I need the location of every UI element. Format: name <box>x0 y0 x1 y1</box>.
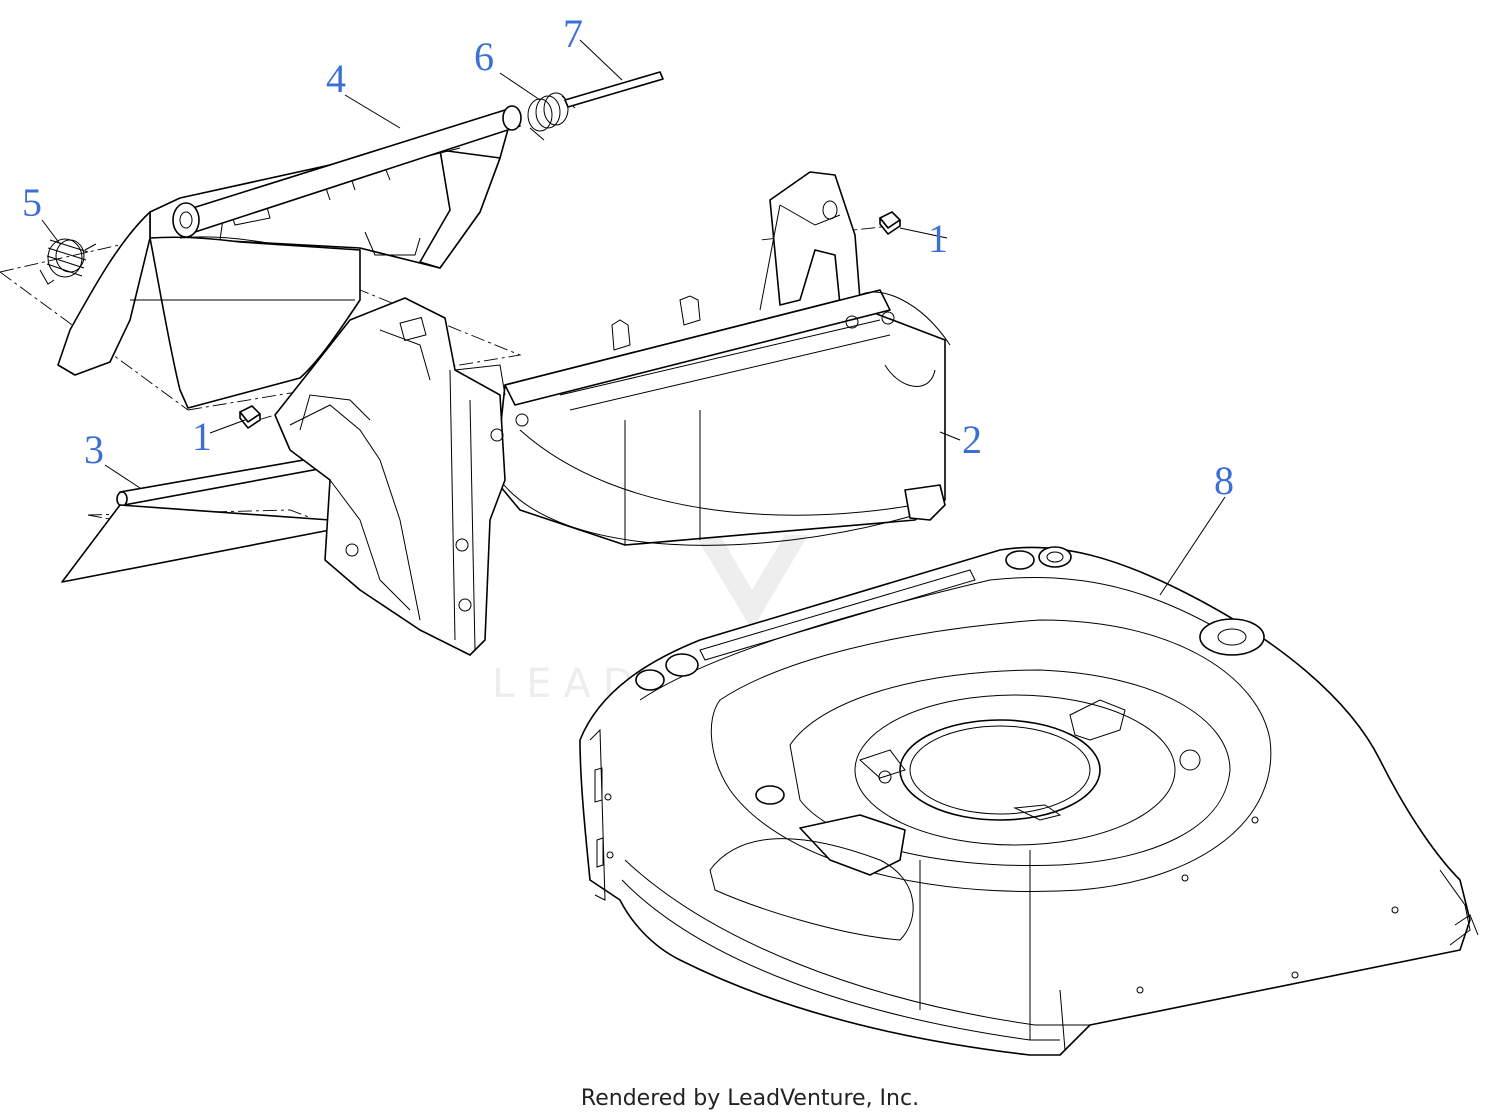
hinge-rod <box>564 71 664 108</box>
callout-1-lower: 1 <box>192 414 212 459</box>
left-torsion-spring <box>39 238 97 285</box>
v-logo-icon <box>695 535 808 630</box>
callout-4: 4 <box>326 56 346 101</box>
callout-3: 3 <box>84 427 104 472</box>
footer-credit: Rendered by LeadVenture, Inc. <box>580 1086 920 1111</box>
exploded-view-svg: LEADVENTURE <box>0 11 1479 1056</box>
rear-door-flap <box>57 105 522 409</box>
square-nut-upper <box>879 211 901 235</box>
callout-6: 6 <box>474 34 494 79</box>
callout-5: 5 <box>22 180 42 225</box>
callout-8: 8 <box>1214 458 1234 503</box>
callout-1-upper: 1 <box>928 216 948 261</box>
callout-7: 7 <box>563 11 583 56</box>
leader-lines <box>41 39 1226 596</box>
mower-deck <box>579 546 1479 1056</box>
square-nut-lower <box>239 405 261 429</box>
callout-2: 2 <box>962 417 982 462</box>
callout-labels: 1 1 2 3 4 5 6 7 8 <box>22 11 1234 503</box>
handle-bracket-housing <box>274 171 951 656</box>
